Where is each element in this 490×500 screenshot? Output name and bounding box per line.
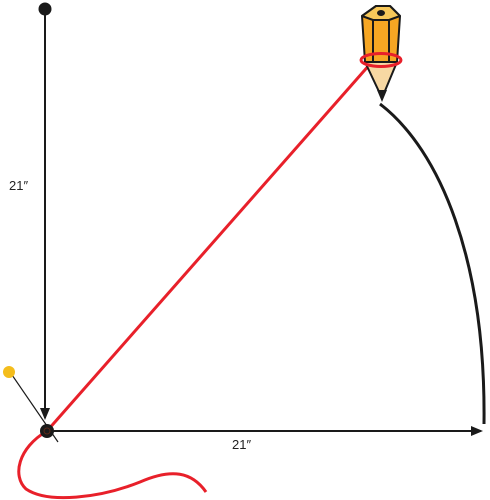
pencil-tip <box>377 90 387 102</box>
vertical-label: 21″ <box>9 178 28 193</box>
pushpin-head <box>3 366 15 378</box>
string-loop <box>359 52 403 68</box>
horizontal-label: 21″ <box>232 437 251 452</box>
pivot-ring <box>43 427 51 435</box>
pencil-icon <box>359 5 403 102</box>
horizontal-dimension: 21″ <box>52 426 483 452</box>
string-radius <box>45 62 373 432</box>
pencil-wood <box>364 61 398 99</box>
anchor-dot <box>38 2 52 16</box>
pencil-lead-top <box>377 10 385 16</box>
pivot-point <box>40 424 54 438</box>
vertical-dimension: 21″ <box>9 2 52 420</box>
arc-path <box>379 102 486 425</box>
string-tail <box>17 429 208 500</box>
